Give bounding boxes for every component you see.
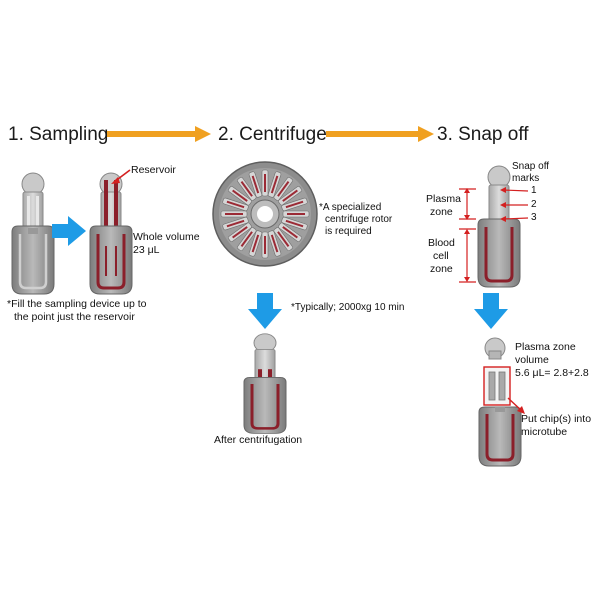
rotor-slot: [273, 177, 293, 201]
whole-volume-value: 23 μL: [133, 244, 160, 256]
snapped-chips-box: [483, 366, 511, 406]
whole-volume-label: Whole volume: [133, 231, 200, 243]
sampling-note-line2: the point just the reservoir: [14, 311, 135, 323]
put-chips-pointer: [507, 397, 525, 414]
rotor-slot: [261, 169, 269, 197]
blue-arrow-down-3: [474, 293, 508, 329]
snap-mark-arrows: [500, 187, 529, 222]
device-snap: [477, 165, 521, 288]
plasma-zone-bracket: [459, 188, 476, 220]
step-1-title: 1. Sampling: [8, 124, 109, 145]
blood-cell-zone-line1: Blood: [428, 237, 455, 249]
snap-marks-label-line2: marks: [512, 173, 540, 184]
rotor-note-line3: is required: [325, 226, 372, 237]
blood-cell-zone-line2: cell: [433, 250, 449, 262]
orange-arrow-2: [326, 126, 434, 142]
rotor-slot: [248, 230, 263, 257]
blood-cell-zone-bracket: [459, 228, 476, 283]
snap-mark-1: 1: [531, 185, 537, 196]
step-3-title: 3. Snap off: [437, 124, 529, 145]
rotor-slot: [237, 227, 257, 251]
rotor-slot: [222, 216, 249, 231]
snapped-head: [484, 337, 506, 360]
blood-cell-zone-line3: zone: [430, 263, 453, 275]
after-centrifugation-label: After centrifugation: [214, 434, 303, 446]
rotor-slot: [220, 210, 248, 218]
rotor-slot: [278, 222, 302, 242]
rotor-slot: [278, 186, 302, 206]
rotor-slot: [282, 210, 310, 218]
rotor-slot: [222, 197, 249, 212]
sampling-note-line1: *Fill the sampling device up to: [7, 298, 147, 310]
put-chips-line2: microtube: [521, 426, 568, 438]
rotor-slot: [281, 197, 308, 212]
rotor-slots: [220, 169, 310, 259]
plasma-zone-line2: zone: [430, 206, 453, 218]
centrifuge-rotor: [212, 161, 318, 267]
device-centrifuged: [243, 333, 287, 434]
microtube-device: [478, 406, 522, 467]
plasma-zone-line1: Plasma: [426, 193, 462, 205]
rotor-slot: [248, 171, 263, 198]
rotor-slot: [267, 230, 282, 257]
reservoir-label: Reservoir: [131, 164, 176, 176]
typical-centrifuge-note: *Typically; 2000xg 10 min: [291, 302, 405, 313]
rotor-note-line1: *A specialized: [319, 202, 382, 213]
rotor-slot: [237, 177, 257, 201]
snap-mark-2: 2: [531, 199, 537, 210]
plasma-zone-volume-value: 5.6 μL= 2.8+2.8: [515, 367, 589, 379]
rotor-slot: [261, 231, 269, 259]
rotor-slot: [228, 186, 252, 206]
orange-arrow-1: [107, 126, 211, 142]
blue-arrow-down-2: [248, 293, 282, 329]
rotor-slot: [281, 216, 308, 231]
blue-arrow-right-1: [52, 216, 86, 246]
rotor-slot: [273, 227, 293, 251]
step-2-title: 2. Centrifuge: [218, 124, 327, 145]
rotor-note-line2: centrifuge rotor: [325, 214, 393, 225]
snap-mark-3: 3: [531, 212, 537, 223]
plasma-zone-volume-line2: volume: [515, 354, 549, 366]
snap-marks-label-line1: Snap off: [512, 161, 550, 172]
rotor-slot: [228, 222, 252, 242]
put-chips-line1: Put chip(s) into: [521, 413, 592, 425]
reservoir-pointer: [111, 169, 131, 184]
device-empty: [11, 172, 55, 295]
rotor-slot: [267, 171, 282, 198]
plasma-zone-volume-line1: Plasma zone: [515, 341, 576, 353]
